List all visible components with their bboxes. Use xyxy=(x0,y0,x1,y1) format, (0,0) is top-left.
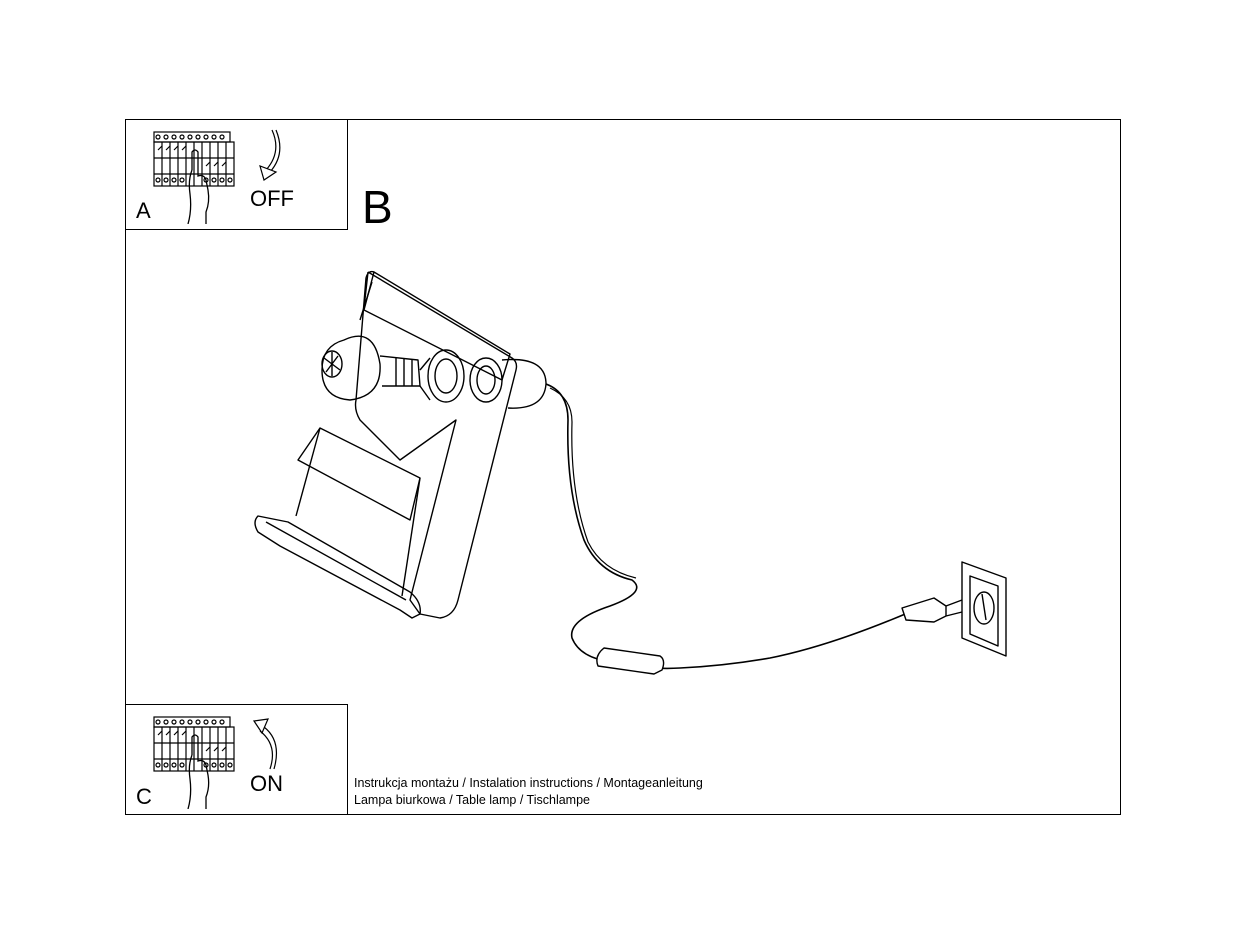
circuit-breaker-on-icon xyxy=(153,716,235,809)
instruction-frame xyxy=(125,119,1121,815)
caption-instructions-line: Instrukcja montażu / Instalation instruc… xyxy=(354,776,703,790)
power-off-label: OFF xyxy=(250,186,294,211)
lamp-tray xyxy=(297,427,421,521)
lamp-back-plate xyxy=(354,270,518,619)
panel-c-letter: C xyxy=(136,784,152,809)
lamp-nut xyxy=(469,357,503,403)
caption-product-line: Lampa biurkowa / Table lamp / Tischlampe xyxy=(354,793,590,807)
power-cable xyxy=(545,383,911,670)
circuit-breaker-off-icon xyxy=(153,131,235,224)
panel-a-letter: A xyxy=(136,198,151,223)
power-plug xyxy=(901,597,947,623)
panel-a-power-off: OFF A xyxy=(125,119,348,230)
document-caption: Instrukcja montażu / Instalation instruc… xyxy=(354,775,703,809)
table-lamp-illustration xyxy=(254,270,1007,675)
cable-switch xyxy=(596,647,665,675)
panel-c-power-on: ON C xyxy=(125,704,348,815)
curved-arrow-down-icon xyxy=(259,129,281,181)
light-bulb xyxy=(321,335,381,401)
curved-arrow-up-icon xyxy=(252,718,277,770)
lamp-socket-ring xyxy=(427,349,465,403)
panel-b-letter: B xyxy=(362,181,393,233)
power-on-label: ON xyxy=(250,771,283,796)
